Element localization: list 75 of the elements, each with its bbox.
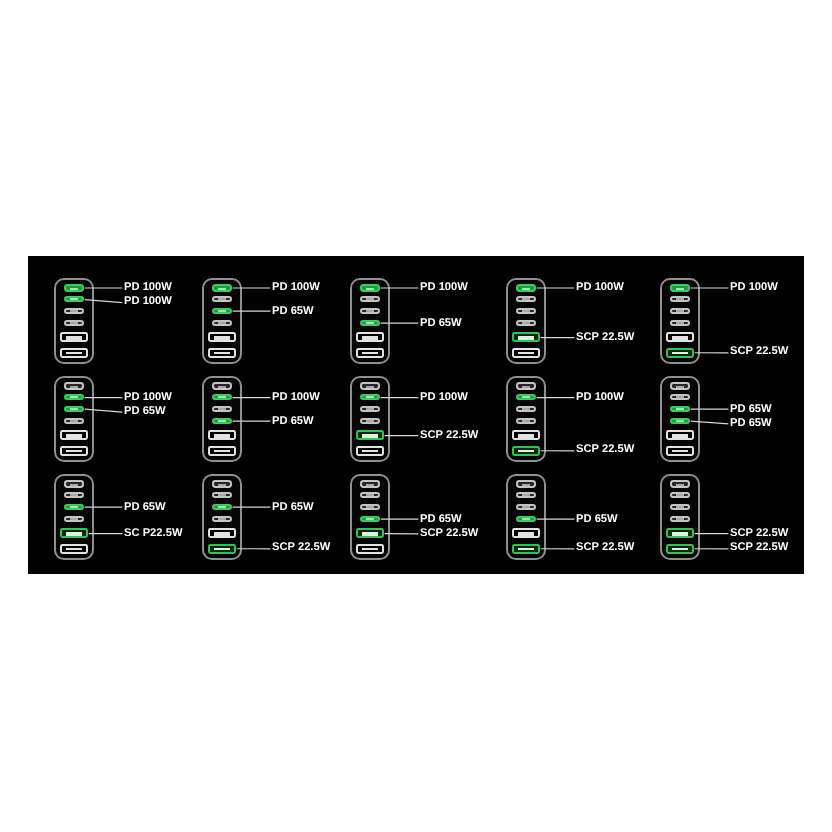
leader-line xyxy=(536,287,575,289)
usb-a-port-icon xyxy=(666,543,694,555)
leader-line xyxy=(690,287,729,289)
leader-line xyxy=(536,396,575,399)
charger-outline xyxy=(202,376,242,462)
leader-line xyxy=(694,533,729,535)
usb-c-port-icon xyxy=(64,284,84,292)
usb-c-port-icon xyxy=(212,284,232,292)
usb-a-port-icon xyxy=(666,347,694,359)
leader-line xyxy=(694,352,729,354)
charger-outline xyxy=(350,278,390,364)
usb-a-port-icon xyxy=(208,543,236,555)
usb-c-port-icon xyxy=(516,394,536,401)
charger-outline xyxy=(660,376,700,462)
usb-a-port-icon xyxy=(356,430,384,441)
leader-line xyxy=(384,533,419,535)
leader-line xyxy=(694,548,729,550)
leader-line xyxy=(536,518,575,520)
leader-line xyxy=(384,434,419,437)
usb-c-port-icon xyxy=(64,405,84,413)
usb-a-port-icon xyxy=(666,528,694,539)
usb-c-port-icon xyxy=(516,515,536,523)
usb-c-port-icon xyxy=(212,417,232,425)
leader-line xyxy=(380,322,419,324)
usb-c-port-icon xyxy=(212,307,232,315)
leader-line xyxy=(232,396,271,399)
usb-c-port-icon xyxy=(360,515,380,523)
usb-c-port-icon xyxy=(360,284,380,292)
leader-line xyxy=(84,408,123,413)
leader-line xyxy=(232,420,271,422)
leader-line xyxy=(690,420,729,425)
leader-line xyxy=(690,408,729,410)
charger-outline xyxy=(202,278,242,364)
usb-c-port-icon xyxy=(670,405,690,413)
leader-line xyxy=(540,548,575,550)
leader-line xyxy=(540,450,575,452)
usb-a-port-icon xyxy=(512,543,540,555)
charger-outline xyxy=(506,376,546,462)
usb-a-port-icon xyxy=(356,528,384,539)
usb-c-port-icon xyxy=(212,394,232,401)
charger-outline xyxy=(660,278,700,364)
charger-outline xyxy=(506,474,546,560)
usb-c-port-icon xyxy=(670,284,690,292)
leader-line xyxy=(540,336,575,339)
usb-c-port-icon xyxy=(64,503,84,511)
usb-c-port-icon xyxy=(670,417,690,425)
usb-a-port-icon xyxy=(512,332,540,343)
leader-line xyxy=(380,396,419,399)
charger-outline xyxy=(54,474,94,560)
charger-outline xyxy=(660,474,700,560)
usb-c-port-icon xyxy=(516,284,536,292)
leader-line xyxy=(84,396,123,399)
charger-outline xyxy=(202,474,242,560)
charger-outline xyxy=(54,376,94,462)
usb-a-port-icon xyxy=(512,445,540,457)
leader-line xyxy=(236,548,271,550)
leader-line xyxy=(232,310,271,312)
leader-line xyxy=(232,287,271,289)
leader-line xyxy=(380,287,419,289)
charger-outline xyxy=(350,474,390,560)
usb-c-port-icon xyxy=(212,503,232,511)
usb-a-port-icon xyxy=(60,528,88,539)
leader-line xyxy=(84,298,123,304)
charger-outline xyxy=(54,278,94,364)
leader-line xyxy=(380,518,419,520)
leader-line xyxy=(88,533,123,535)
usb-c-port-icon xyxy=(64,296,84,303)
charger-outline xyxy=(350,376,390,462)
leader-line xyxy=(232,506,271,508)
usb-c-port-icon xyxy=(360,319,380,327)
usb-c-port-icon xyxy=(360,394,380,401)
charger-outline xyxy=(506,278,546,364)
leader-line xyxy=(84,287,123,289)
leader-line xyxy=(84,506,123,508)
usb-c-port-icon xyxy=(64,394,84,401)
